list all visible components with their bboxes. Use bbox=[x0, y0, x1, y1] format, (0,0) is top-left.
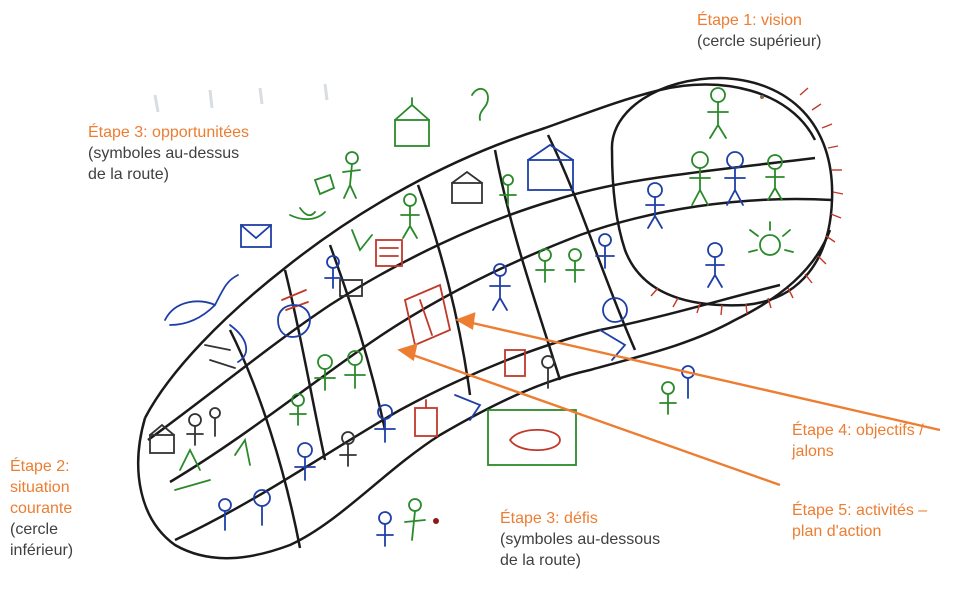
step2-sub1: (cercle bbox=[10, 521, 59, 538]
label-step2: Étape 2: situation courante (cercle infé… bbox=[10, 456, 73, 561]
step4-line2: jalons bbox=[792, 443, 834, 460]
label-step3-challenges: Étape 3: défis (symboles au-dessous de l… bbox=[500, 508, 660, 571]
label-step3-opportunities: Étape 3: opportunitées (symboles au-dess… bbox=[88, 122, 249, 185]
callout-arrows bbox=[397, 312, 941, 487]
step3-def-sub2: de la route) bbox=[500, 552, 581, 569]
step3-def-title: Étape 3: défis bbox=[500, 510, 598, 527]
label-step5: Étape 5: activités – plan d'action bbox=[792, 500, 927, 542]
step1-title: Étape 1: vision bbox=[697, 12, 802, 29]
faint-background-marks bbox=[153, 83, 329, 113]
step5-line1: Étape 5: activités – bbox=[792, 502, 928, 519]
step1-subtitle: (cercle supérieur) bbox=[697, 33, 822, 50]
vision-circle-ticks bbox=[650, 87, 844, 316]
step2-line2: situation bbox=[10, 479, 70, 496]
step3-opp-sub2: de la route) bbox=[88, 166, 169, 183]
step3-opp-sub1: (symboles au-dessus bbox=[88, 145, 240, 162]
step3-opp-title: Étape 3: opportunitées bbox=[88, 124, 250, 141]
step2-sub2: inférieur) bbox=[10, 542, 74, 559]
step4-line1: Étape 4: objectifs / bbox=[792, 422, 924, 439]
drawn-figures bbox=[149, 87, 794, 547]
road-outline bbox=[137, 76, 834, 560]
step3-def-sub1: (symboles au-dessous bbox=[500, 531, 661, 548]
step2-line1: Étape 2: bbox=[10, 458, 70, 475]
label-step1: Étape 1: vision (cercle supérieur) bbox=[697, 10, 821, 52]
step2-line3: courante bbox=[10, 500, 73, 517]
label-step4: Étape 4: objectifs / jalons bbox=[792, 420, 924, 462]
step5-line2: plan d'action bbox=[792, 523, 882, 540]
